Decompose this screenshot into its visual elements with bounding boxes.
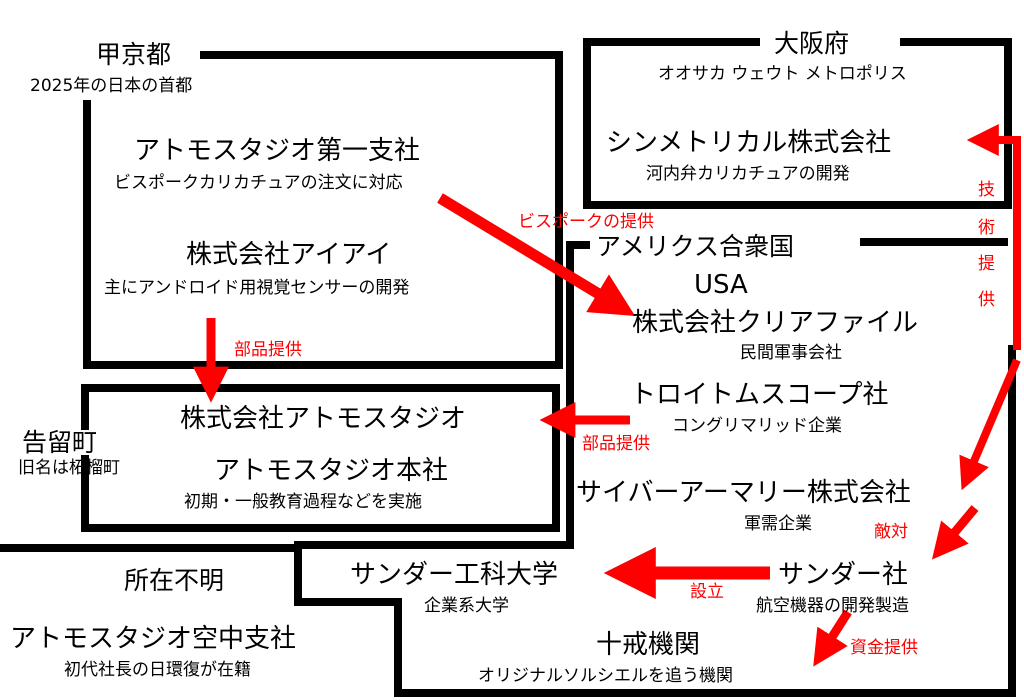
tsugetome-region-subtitle: 旧名は柘榴町 — [18, 458, 120, 478]
america-region-border — [294, 241, 1016, 697]
clearfile-name: 株式会社クリアファイル — [632, 308, 919, 338]
kofu-region-subtitle: 2025年の日本の首都 — [30, 76, 193, 96]
arrow-tech-lower — [959, 358, 1021, 491]
arrow-rival — [931, 505, 979, 560]
atmos-branch1-name: アトモスタジオ第一支社 — [134, 136, 421, 166]
relation-tech-label-1: 技 — [978, 180, 995, 200]
relation-founded-label: 設立 — [690, 582, 724, 602]
arrow-bespoke — [437, 193, 636, 316]
thunder-desc: 航空機器の開発製造 — [756, 596, 909, 616]
aiai-desc: 主にアンドロイド用視覚センサーの開発 — [104, 278, 410, 298]
atmos-air-desc: 初代社長の日環復が在籍 — [64, 660, 251, 680]
atmos-hq-name: アトモスタジオ本社 — [214, 456, 449, 486]
tsugetome-region-border — [81, 384, 560, 532]
cyberarmory-name: サイバーアーマリー株式会社 — [576, 478, 911, 508]
kofu-region-title: 甲京都 — [92, 42, 176, 67]
jikkai-desc: オリジナルソルシエルを追う機関 — [478, 666, 733, 686]
arrow-funding — [813, 609, 852, 667]
thunder-name: サンダー社 — [778, 560, 909, 590]
arrow-tech-to-symmetrical — [966, 124, 1021, 350]
america-region-title: アメリクス合衆国 — [592, 234, 799, 259]
relation-rival-label: 敵対 — [874, 522, 908, 542]
troit-name: トロイトムスコープ社 — [630, 380, 889, 410]
troit-desc: コングリマリッド企業 — [672, 416, 842, 436]
thunder-univ-name: サンダー工科大学 — [350, 560, 559, 590]
clearfile-desc: 民間軍事会社 — [740, 343, 842, 363]
relation-funding-label: 資金提供 — [850, 638, 918, 658]
aiai-name: 株式会社アイアイ — [186, 240, 392, 270]
relation-tech-label-2: 術 — [978, 218, 995, 238]
thunder-univ-desc: 企業系大学 — [424, 596, 509, 616]
atmos-name: 株式会社アトモスタジオ — [180, 404, 467, 434]
tsugetome-region-title: 告留町 — [22, 428, 98, 457]
osaka-region-border — [583, 38, 1012, 209]
cyberarmory-desc: 軍需企業 — [744, 514, 812, 534]
relation-parts-label-1: 部品提供 — [234, 340, 302, 360]
symmetrical-name: シンメトリカル株式会社 — [606, 128, 892, 158]
symmetrical-desc: 河内弁カリカチュアの開発 — [646, 164, 850, 184]
unknown-region-title: 所在不明 — [124, 566, 225, 595]
relation-tech-label-4: 供 — [978, 290, 995, 310]
atmos-branch1-desc: ビスポークカリカチュアの注文に対応 — [114, 173, 403, 193]
osaka-region-subtitle: オオサカ ウェウト メトロポリス — [658, 64, 907, 84]
relation-parts-label-2: 部品提供 — [582, 434, 650, 454]
atmos-air-name: アトモスタジオ空中支社 — [10, 624, 297, 654]
america-region-subtitle: USA — [694, 270, 748, 300]
relation-bespoke-label: ビスポークの提供 — [518, 212, 654, 232]
relation-tech-label-3: 提 — [978, 254, 995, 274]
osaka-region-title: 大阪府 — [770, 31, 854, 56]
jikkai-name: 十戒機関 — [596, 630, 701, 660]
kofu-region-border — [83, 51, 563, 369]
atmos-hq-desc: 初期・一般教育過程などを実施 — [184, 492, 422, 512]
